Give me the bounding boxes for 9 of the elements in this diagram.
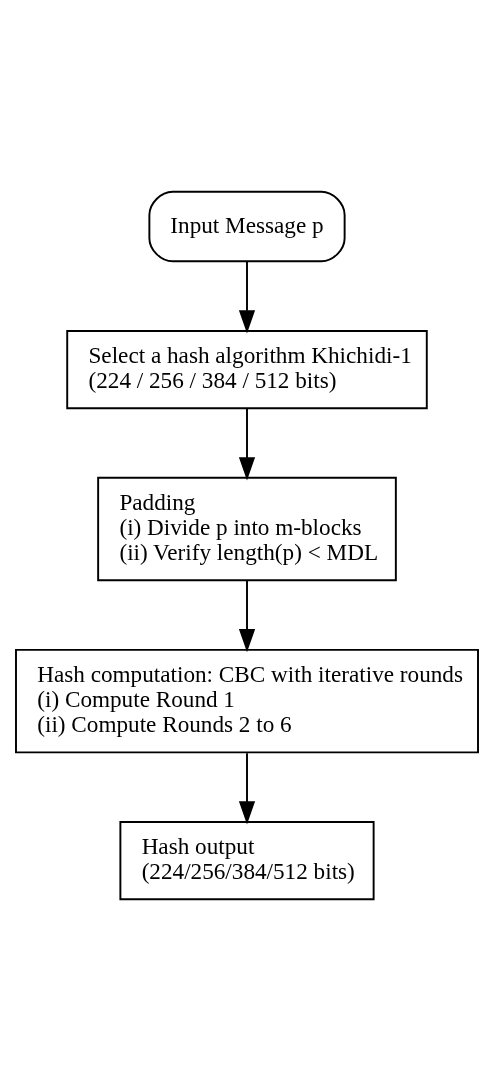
arrow — [238, 579, 256, 653]
arrow — [238, 407, 256, 481]
node-box: Select a hash algorithm Khichidi-1 (224 / 256 / 384 / 512 bits) — [66, 329, 428, 410]
node-box: Hash computation: CBC with iterative rounds (i) Compute Round 1 (ii) Compute Rounds 2 to 6 — [15, 648, 479, 754]
arrow — [238, 752, 256, 825]
node-box: Padding (i) Divide p into m-blocks (ii) Verify length(p) < MDL — [97, 476, 397, 582]
node-box: Input Message p — [148, 190, 346, 263]
node-box: Hash output (224/256/384/512 bits) — [119, 820, 375, 901]
arrow — [238, 260, 256, 334]
